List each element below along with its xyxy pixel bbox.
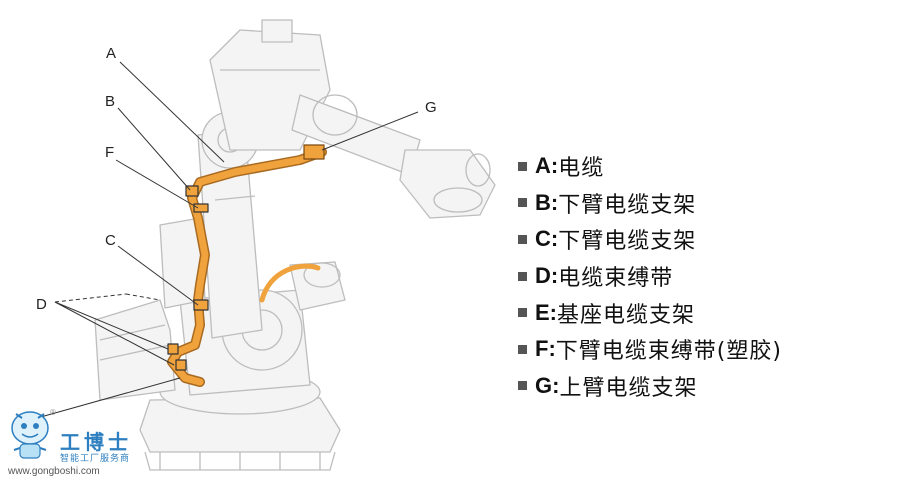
brand-url[interactable]: www.gongboshi.com <box>8 466 100 477</box>
wrist <box>399 149 496 219</box>
leader-d4 <box>125 293 161 301</box>
robot-body <box>94 19 496 471</box>
legend-item: D:电缆束缚带 <box>518 258 782 295</box>
bracket-g <box>303 144 325 160</box>
brand-name: 工博士 <box>60 430 132 454</box>
legend-key: G: <box>535 372 560 398</box>
bullet-icon <box>518 344 527 354</box>
legend-key: D: <box>535 263 559 289</box>
mascot-icon <box>11 411 49 459</box>
callout-c: C <box>105 232 116 249</box>
legend-item: A:电缆 <box>518 148 782 185</box>
legend-item: C:下臂电缆支架 <box>518 221 782 258</box>
callout-b: B <box>105 93 115 110</box>
strap-f <box>193 203 209 213</box>
legend-desc: 基座电缆支架 <box>557 302 696 328</box>
legend-item: G:上臂电缆支架 <box>518 368 782 405</box>
bullet-icon <box>518 198 527 208</box>
cable-harness <box>167 144 327 387</box>
legend-desc: 电缆 <box>558 156 605 182</box>
legend-key: F: <box>535 336 556 362</box>
legend-key: A: <box>535 153 559 179</box>
legend-desc: 下臂电缆支架 <box>558 229 697 255</box>
motor-cable-loop <box>259 263 321 303</box>
callout-a: A <box>106 45 116 62</box>
callout-labels: A B F C D G <box>36 45 437 313</box>
legend-key: B: <box>535 189 559 215</box>
bracket-c <box>193 299 209 311</box>
brand-logo[interactable]: ® 工博士 智能工厂服务商 www.gongboshi.com <box>6 406 156 486</box>
legend-desc: 下臂电缆支架 <box>558 192 697 218</box>
legend-item: F:下臂电缆束缚带(塑胶) <box>518 331 782 368</box>
legend-key: C: <box>535 226 559 252</box>
leader-f <box>115 159 199 209</box>
leader-a <box>119 61 225 163</box>
bullet-icon <box>518 234 527 244</box>
leader-b <box>117 107 191 191</box>
brand-tagline: 智能工厂服务商 <box>60 454 131 464</box>
bullet-icon <box>518 308 527 318</box>
leader-d1 <box>54 301 169 350</box>
legend-list: A:电缆 B:下臂电缆支架 C:下臂电缆支架 D:电缆束缚带 E:基座电缆支架 … <box>518 148 782 404</box>
leader-g <box>321 111 419 151</box>
bullet-icon <box>518 161 527 171</box>
strap-d2 <box>175 359 187 371</box>
leader-e <box>29 377 181 421</box>
legend-item: E:基座电缆支架 <box>518 294 782 331</box>
legend-desc: 电缆束缚带 <box>558 266 674 292</box>
bullet-icon <box>518 271 527 281</box>
legend-desc: 下臂电缆束缚带(塑胶) <box>555 339 782 365</box>
rear-housing <box>94 299 176 401</box>
callout-g: G <box>425 99 437 116</box>
bullet-icon <box>518 381 527 391</box>
robot-base <box>139 397 341 453</box>
callout-f: F <box>105 144 114 161</box>
legend-item: B:下臂电缆支架 <box>518 185 782 222</box>
leader-lines <box>29 61 419 421</box>
leader-c <box>117 245 199 306</box>
registered-mark: ® <box>50 408 56 417</box>
strap-d1 <box>167 343 179 355</box>
bracket-b <box>185 185 199 197</box>
leader-d3 <box>54 293 127 303</box>
leader-d2 <box>54 301 175 366</box>
legend-key: E: <box>535 299 557 325</box>
legend-desc: 上臂电缆支架 <box>559 375 698 401</box>
forearm <box>291 94 421 176</box>
callout-d: D <box>36 296 47 313</box>
